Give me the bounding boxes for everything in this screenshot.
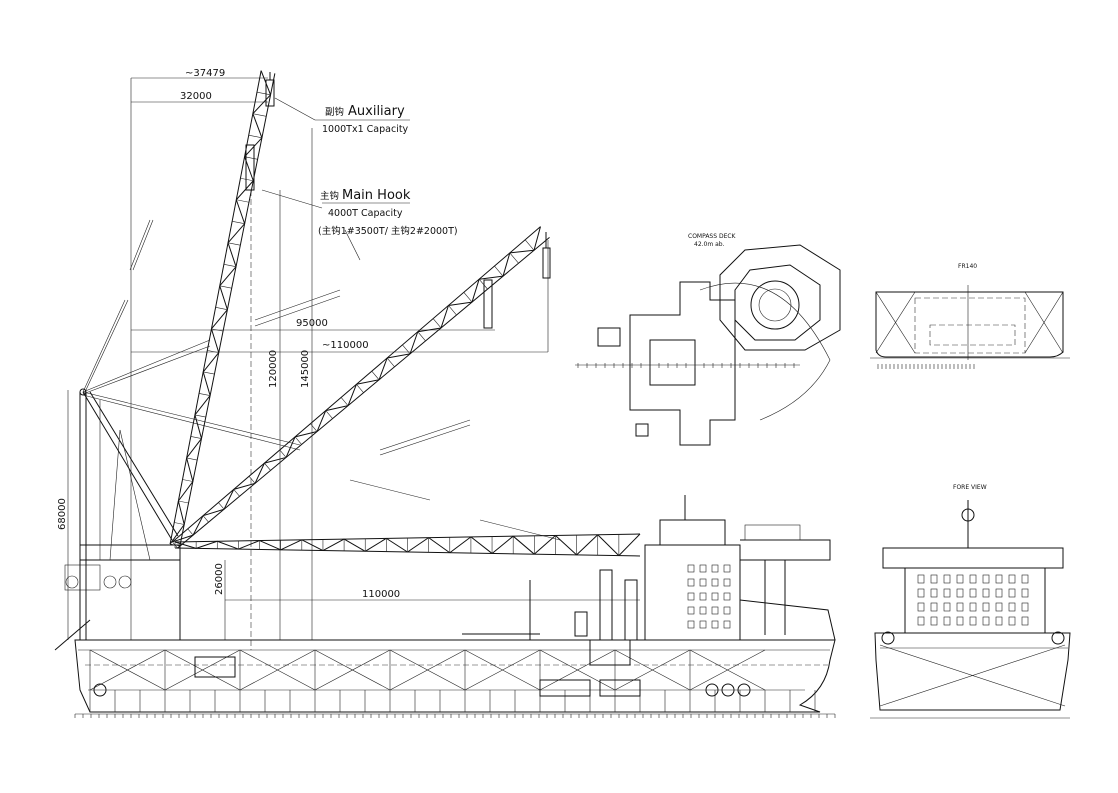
fr140-section-view	[870, 285, 1070, 369]
frame-scale	[74, 713, 836, 718]
hook-annotations	[261, 97, 410, 261]
dim-boom-95000: 95000	[296, 318, 328, 329]
auxiliary-label: Auxiliary	[348, 104, 405, 119]
compass-deck-subtitle: 42.0m ab.	[694, 241, 725, 248]
compass-deck-view	[575, 244, 841, 446]
a-frame-mast	[79, 219, 561, 640]
dim-mast-height: 68000	[57, 498, 68, 530]
main-hook-capacity: 4000T Capacity	[328, 208, 403, 219]
main-hook-cn-label: 主钩	[320, 190, 339, 202]
dim-auxiliary-outreach: ~37479	[185, 68, 225, 79]
luffing-boom	[172, 226, 550, 549]
auxiliary-capacity: 1000Tx1 Capacity	[322, 124, 409, 135]
auxiliary-cn-label: 副钩	[325, 106, 344, 118]
dim-horizontal-boom: 110000	[362, 589, 400, 600]
dim-pivot-height: 26000	[214, 563, 225, 595]
dim-height-145000: 145000	[300, 350, 311, 388]
ship-hull	[54, 495, 836, 713]
fore-view	[870, 500, 1071, 719]
crane-booms	[169, 70, 641, 557]
horizontal-boom	[174, 533, 641, 557]
fr140-title: FR140	[958, 263, 977, 270]
fore-view-title: FORE VIEW	[953, 484, 987, 491]
dim-boom-110000: ~110000	[322, 340, 369, 351]
hooks	[245, 72, 551, 329]
compass-deck-title: COMPASS DECK	[688, 233, 737, 240]
dim-height-120000: 120000	[268, 350, 279, 388]
dimension-lines	[67, 77, 640, 650]
main-hook-label: Main Hook	[342, 188, 411, 203]
dim-main-outreach: 32000	[180, 91, 212, 102]
main-hook-split: (主钩1#3500T/ 主钩2#2000T)	[318, 225, 458, 237]
